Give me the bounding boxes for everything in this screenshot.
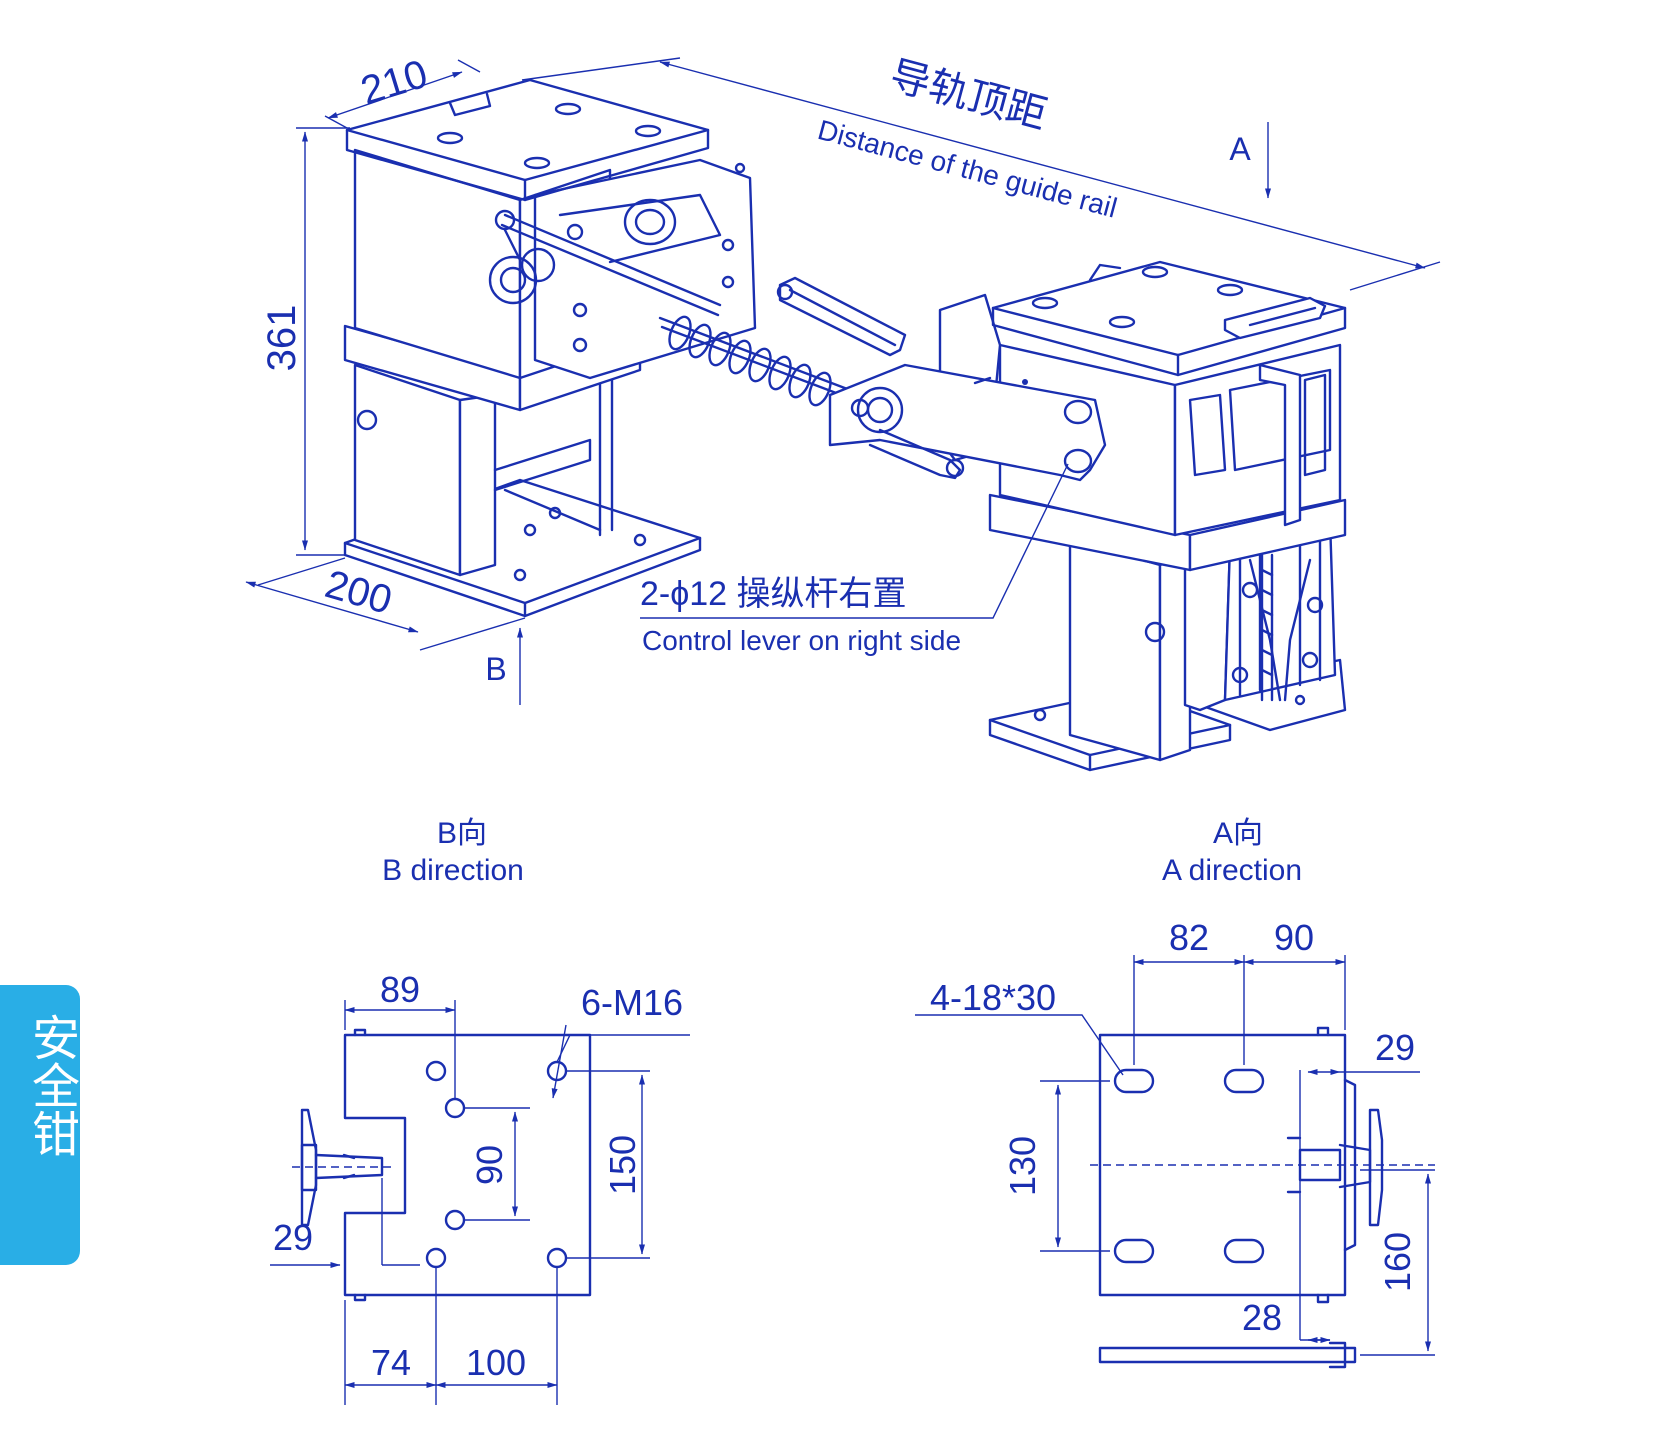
b-dim-89: 89 (380, 969, 420, 1010)
b-dim-74: 74 (371, 1342, 411, 1383)
b-view-title-cn: B向 (437, 817, 487, 850)
b-direction-view: B向 B direction 89 6-M16 150 90 (270, 817, 690, 1405)
b-dim-150: 150 (602, 1135, 643, 1195)
spring-rod (658, 276, 907, 407)
category-side-tab: 安全钳 (0, 985, 80, 1265)
a-direction-view: A向 A direction 82 90 4-18*30 (915, 817, 1435, 1369)
isometric-view: 210 361 200 导轨顶距 Distance of the guide r… (245, 52, 1441, 772)
b-dim-29: 29 (273, 1217, 313, 1258)
a-dim-90: 90 (1274, 917, 1314, 958)
arrow-a-label: A (1229, 131, 1251, 167)
a-view-title-cn: A向 (1213, 817, 1263, 850)
b-dim-holes-6m16: 6-M16 (581, 982, 683, 1023)
a-dim-130: 130 (1002, 1136, 1043, 1196)
dim-height-361: 361 (260, 305, 304, 372)
a-dim-28: 28 (1242, 1297, 1282, 1338)
arrow-b-label: B (485, 651, 506, 687)
a-view-title-en: A direction (1162, 854, 1302, 887)
a-dim-slots-4-18x30: 4-18*30 (930, 977, 1056, 1018)
left-safety-unit (343, 78, 757, 618)
lever-label-en: Control lever on right side (642, 625, 961, 656)
b-dim-100: 100 (466, 1342, 526, 1383)
a-dim-82: 82 (1169, 917, 1209, 958)
side-tab-label: 安全钳 (23, 1013, 79, 1157)
b-dim-90: 90 (469, 1145, 510, 1185)
a-dim-160: 160 (1377, 1232, 1418, 1292)
iso-dimensions (245, 57, 1441, 705)
dim-depth-200: 200 (320, 562, 396, 623)
dim-width-210: 210 (356, 52, 433, 114)
a-dim-29: 29 (1375, 1027, 1415, 1068)
rail-distance-en: Distance of the guide rail (815, 114, 1121, 224)
b-view-title-en: B direction (382, 854, 524, 887)
right-safety-unit (828, 260, 1347, 772)
rail-distance-cn: 导轨顶距 (885, 53, 1051, 137)
coil-spring (668, 315, 832, 407)
lever-label-cn: 2-ϕ12 操纵杆右置 (640, 575, 907, 613)
